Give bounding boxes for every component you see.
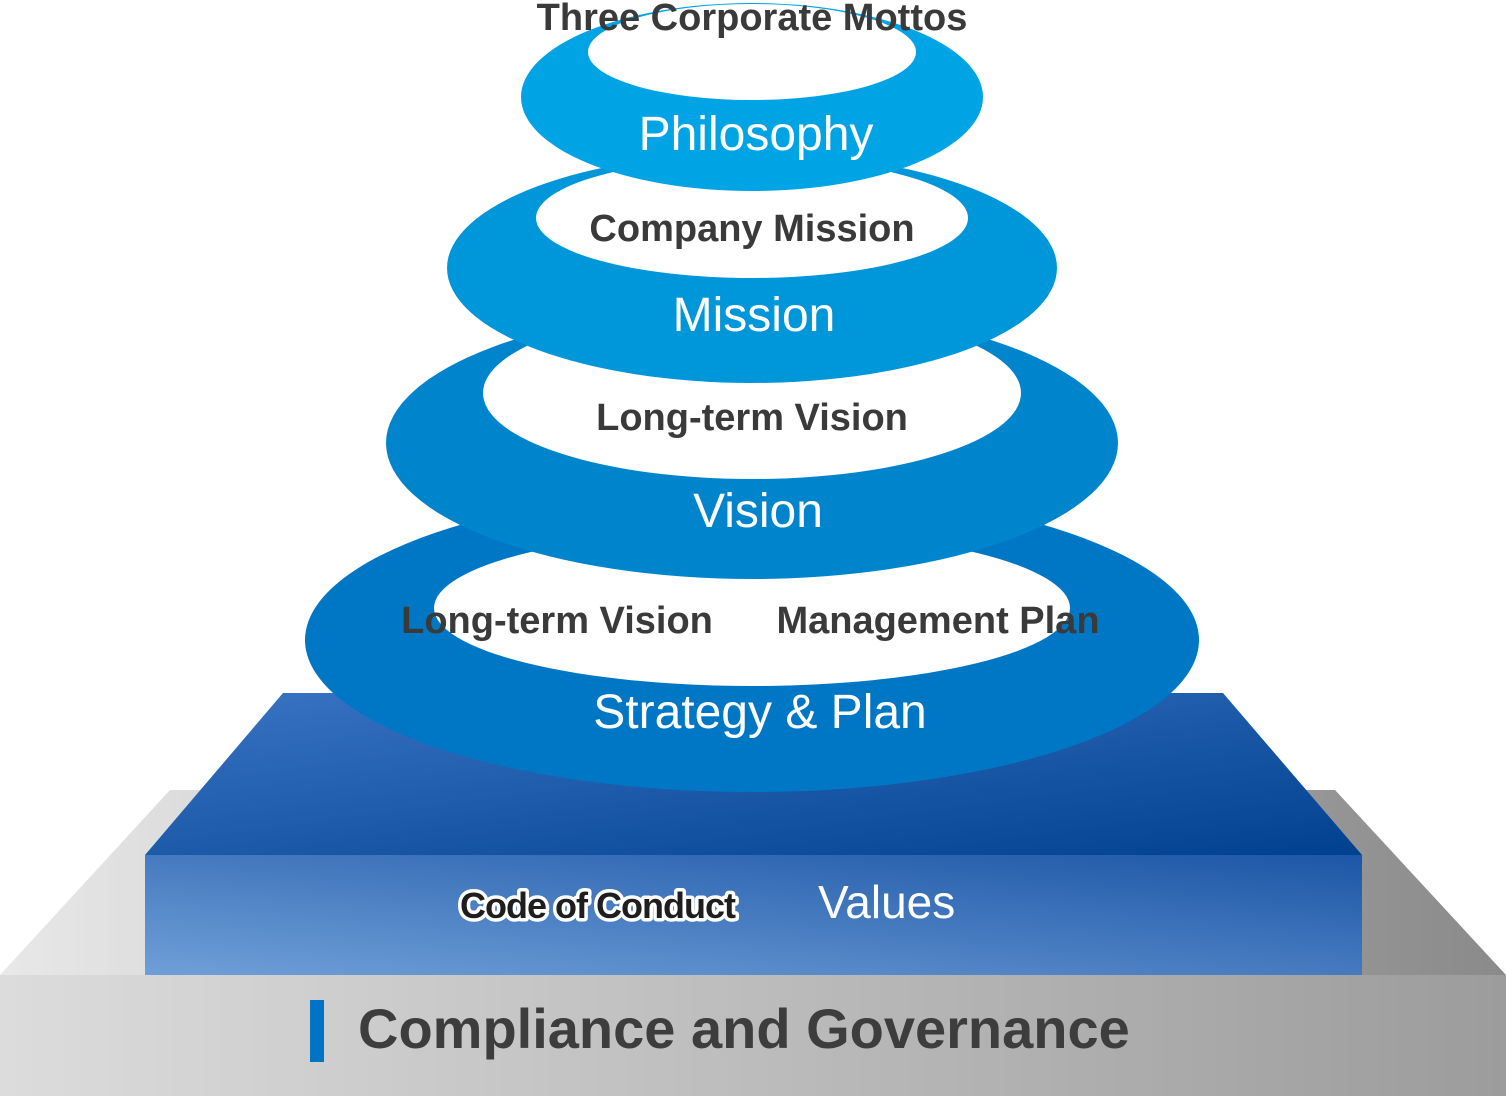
vision-long-term-vision-label: Long-term Vision xyxy=(596,397,908,439)
strategy-plan-ring: Long-term Vision Management Plan Strateg… xyxy=(305,488,1199,792)
company-mission-label: Company Mission xyxy=(589,208,914,250)
philosophy-inner-ellipse xyxy=(588,4,916,100)
compliance-governance-label: Compliance and Governance xyxy=(358,997,1130,1060)
philosophy-ring: Three Corporate Mottos Philosophy xyxy=(521,0,983,191)
values-label: Values xyxy=(818,876,955,928)
strategy-inner-ellipse xyxy=(434,530,1070,686)
mission-ring: Company Mission Mission xyxy=(447,153,1057,383)
base-front-face xyxy=(0,975,1506,1096)
mission-label: Mission xyxy=(673,289,836,342)
philosophy-label: Philosophy xyxy=(639,108,874,161)
three-corporate-mottos-label: Three Corporate Mottos xyxy=(537,0,968,39)
strategy-management-plan-label: Management Plan xyxy=(776,600,1099,642)
accent-bar xyxy=(310,1000,324,1062)
vision-label: Vision xyxy=(693,485,823,538)
values-front-face xyxy=(145,855,1362,975)
strategy-plan-label: Strategy & Plan xyxy=(593,686,927,739)
mission-inner-ellipse xyxy=(536,158,968,278)
code-of-conduct-label: Code of Conduct xyxy=(460,885,736,926)
strategy-long-term-vision-label: Long-term Vision xyxy=(401,600,713,642)
